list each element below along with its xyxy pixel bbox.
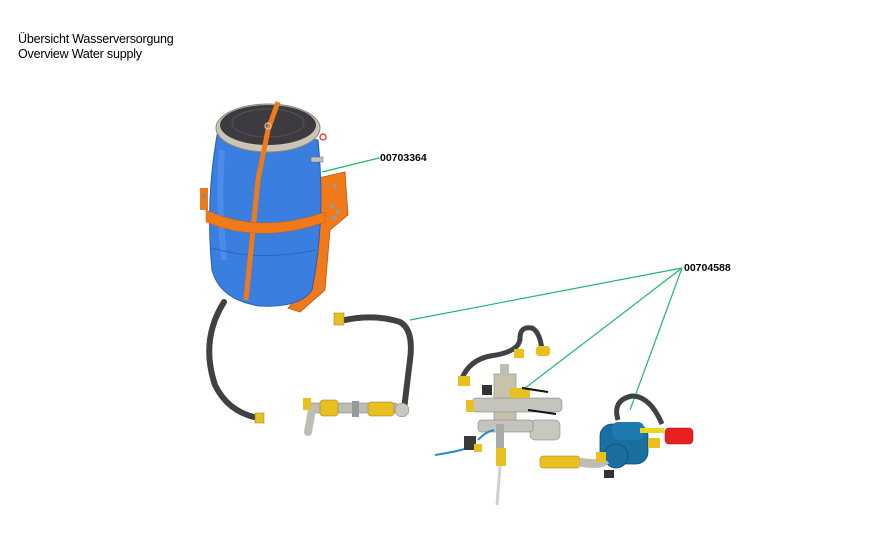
valve-block bbox=[434, 364, 563, 506]
barrel-outlet-hose bbox=[206, 299, 261, 421]
leader-line-00704588-hose bbox=[409, 267, 683, 321]
leader-lines bbox=[321, 157, 683, 411]
leader-line-00704588-pump bbox=[629, 267, 683, 411]
diagram-title: Übersicht Wasserversorgung Overview Wate… bbox=[18, 32, 174, 62]
title-german: Übersicht Wasserversorgung bbox=[18, 32, 174, 46]
part-number-barrel: 00703364 bbox=[380, 152, 427, 164]
supply-hose bbox=[342, 314, 414, 413]
water-pump bbox=[539, 393, 694, 478]
title-english: Overview Water supply bbox=[18, 47, 142, 61]
leader-line-00704588-valveblock bbox=[502, 267, 683, 406]
water-barrel bbox=[200, 101, 349, 313]
leader-line-00703364 bbox=[321, 157, 380, 173]
part-number-supply-assembly: 00704588 bbox=[684, 262, 731, 274]
valve-chain bbox=[303, 398, 410, 436]
